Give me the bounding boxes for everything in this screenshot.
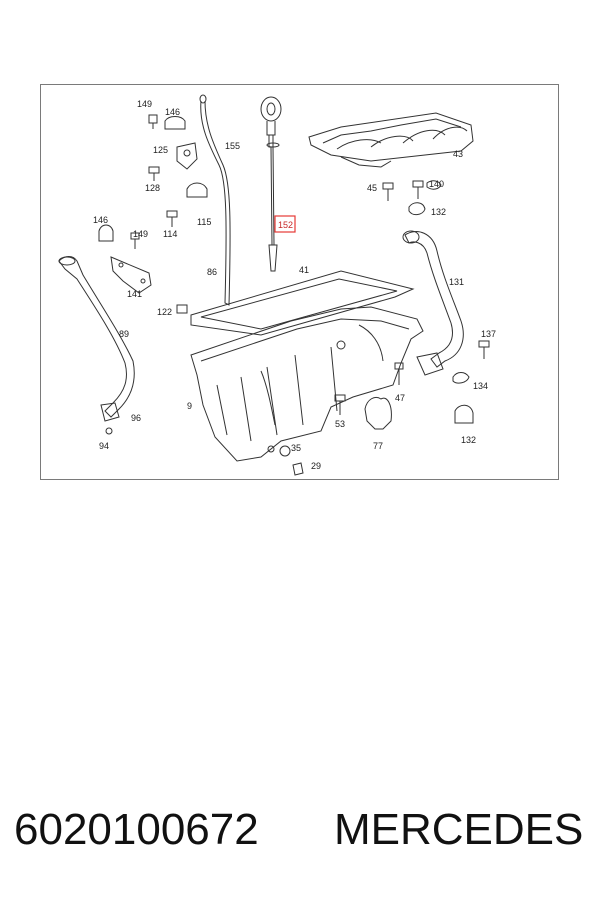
label-89: 89	[119, 329, 129, 339]
label-94: 94	[99, 441, 109, 451]
label-77: 77	[373, 441, 383, 451]
bracket-part-141	[110, 256, 152, 294]
bolts-upper-right	[382, 180, 442, 216]
small-parts-left	[98, 114, 208, 249]
pipe-part-89	[58, 256, 135, 435]
label-96: 96	[131, 413, 141, 423]
label-146: 146	[165, 107, 180, 117]
label-35: 35	[291, 443, 301, 453]
label-86: 86	[207, 267, 217, 277]
label-115: 115	[197, 217, 211, 227]
dipstick-part-152	[260, 96, 282, 272]
label-146b: 146	[93, 215, 108, 225]
label-132b: 132	[461, 435, 476, 445]
part-number: 6020100672	[14, 805, 259, 854]
label-149: 149	[137, 99, 152, 109]
label-41: 41	[299, 265, 309, 275]
small-parts-lower-right	[267, 340, 490, 476]
parts-diagram: 149 146 125 128 155 43 115 114 146 149 1…	[40, 84, 559, 480]
label-141: 141	[127, 289, 142, 299]
label-137: 137	[481, 329, 496, 339]
label-125: 125	[153, 145, 168, 155]
cover-part-43	[308, 112, 474, 168]
label-29: 29	[311, 461, 321, 471]
label-9: 9	[187, 401, 192, 411]
label-122: 122	[157, 307, 172, 317]
label-140: 140	[429, 179, 444, 189]
hose-part-131	[402, 230, 464, 376]
brand-name: MERCEDES	[334, 805, 584, 854]
product-caption: 6020100672 MERCEDES	[0, 800, 600, 860]
label-47: 47	[395, 393, 405, 403]
label-128: 128	[145, 183, 160, 193]
label-131: 131	[449, 277, 464, 287]
label-45: 45	[367, 183, 377, 193]
gasket-part-41	[190, 270, 415, 336]
label-53: 53	[335, 419, 345, 429]
label-149b: 149	[133, 229, 148, 239]
label-43: 43	[453, 149, 463, 159]
part-labels: 149 146 125 128 155 43 115 114 146 149 1…	[93, 99, 496, 471]
bolt-part-122	[176, 304, 188, 314]
highlight-box-152	[274, 215, 296, 233]
exploded-view-drawing: 149 146 125 128 155 43 115 114 146 149 1…	[58, 94, 496, 476]
label-152: 152	[278, 220, 293, 230]
label-114: 114	[163, 229, 177, 239]
label-134: 134	[473, 381, 488, 391]
label-155: 155	[225, 141, 240, 151]
oil-pan-part-9	[190, 306, 424, 462]
label-132: 132	[431, 207, 446, 217]
